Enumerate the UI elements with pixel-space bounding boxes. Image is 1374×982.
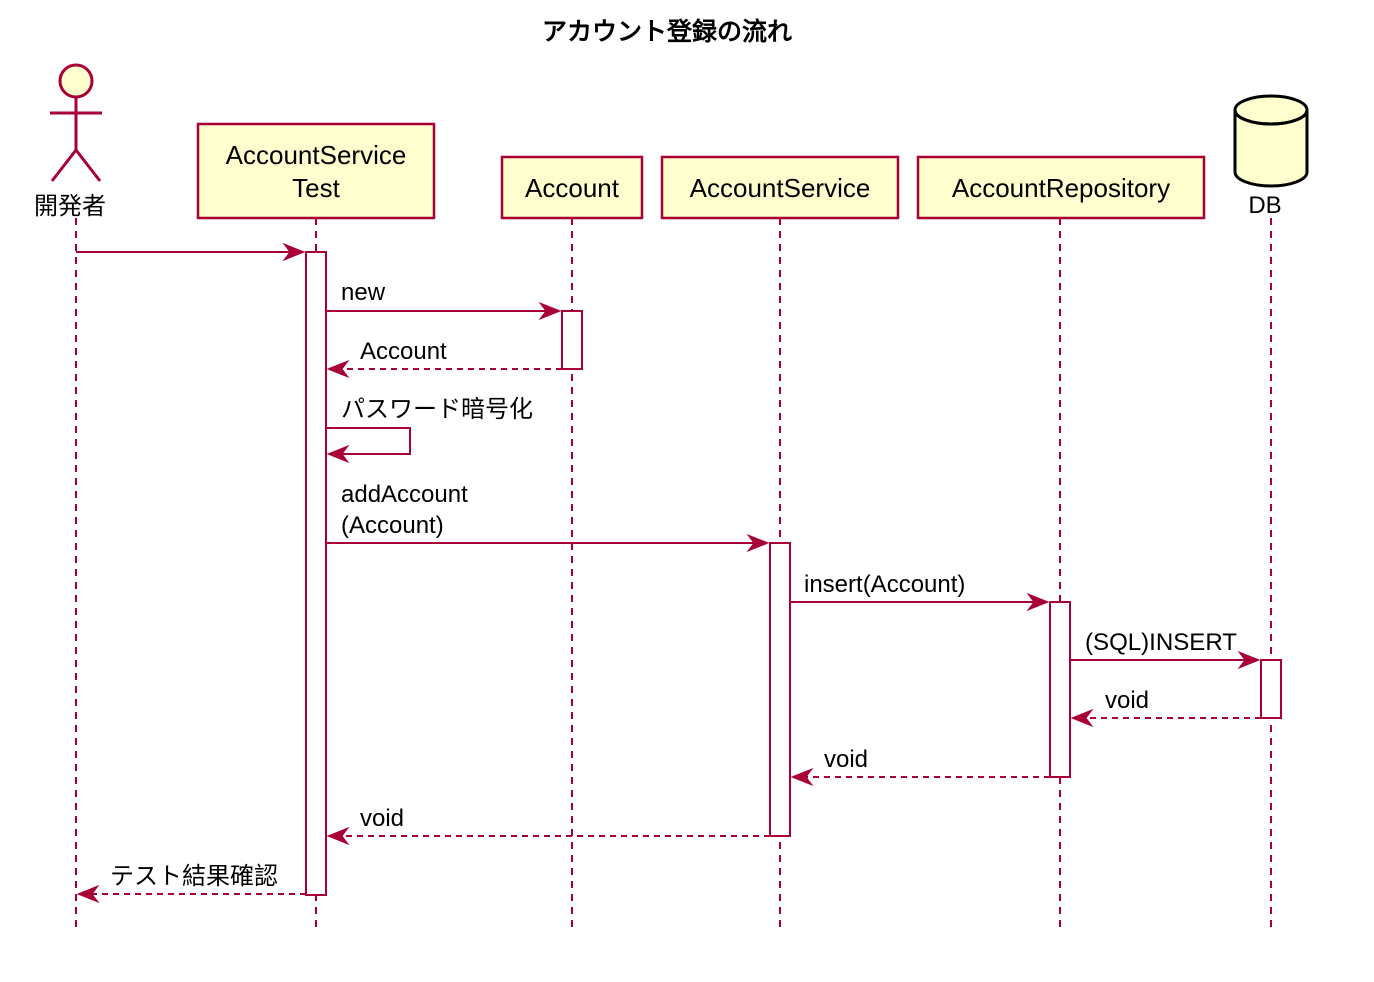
arrowhead-icon [1070, 708, 1094, 728]
message-void-repository: void [790, 746, 1050, 787]
participant-repository-label: AccountRepository [952, 173, 1170, 203]
message-return-account: Account [326, 338, 562, 379]
message-password-encrypt: パスワード暗号化 [326, 396, 533, 464]
activation-account [561, 310, 583, 370]
diagram-title: アカウント登録の流れ [542, 17, 792, 46]
database-icon [1233, 110, 1309, 188]
participant-account-repository[interactable]: AccountRepository [916, 155, 1206, 220]
message-add-account-label-line1: addAccount [341, 481, 468, 508]
message-add-account-label-line2: (Account) [341, 512, 444, 539]
message-password-encrypt-label: パスワード暗号化 [341, 396, 533, 423]
arrowhead-icon [326, 444, 350, 464]
participant-account-service[interactable]: AccountService [660, 155, 900, 220]
message-return-account-label: Account [360, 338, 447, 365]
message-sql-insert: (SQL)INSERT [1070, 629, 1261, 670]
actor-developer[interactable]: 開発者 [34, 63, 106, 220]
participant-account[interactable]: Account [500, 155, 644, 220]
message-void-repository-label: void [824, 746, 868, 773]
message-void-db: void [1070, 687, 1261, 728]
message-developer-to-test [76, 242, 306, 262]
message-void-service: void [326, 805, 770, 846]
message-sql-insert-label: (SQL)INSERT [1085, 629, 1237, 656]
message-new-label: new [341, 279, 386, 306]
message-test-result: テスト結果確認 [76, 863, 306, 904]
actor-head-icon [58, 63, 94, 99]
arrowhead-icon [790, 767, 814, 787]
arrowhead-icon [746, 533, 770, 553]
message-void-db-label: void [1105, 687, 1149, 714]
participant-account-service-test[interactable]: AccountService Test [196, 122, 436, 220]
message-add-account: addAccount (Account) [326, 481, 770, 553]
message-insert: insert(Account) [790, 571, 1050, 612]
participant-account-label: Account [525, 173, 620, 203]
participant-db[interactable]: DB [1233, 94, 1309, 219]
participant-test-label-line2: Test [292, 173, 340, 203]
actor-developer-label: 開発者 [34, 192, 106, 220]
arrowhead-icon [326, 359, 350, 379]
activation-service [769, 542, 791, 837]
arrowhead-icon [1237, 650, 1261, 670]
arrowhead-icon [76, 884, 100, 904]
participant-test-label-line1: AccountService [226, 140, 407, 170]
arrowhead-icon [282, 242, 306, 262]
message-insert-label: insert(Account) [804, 571, 965, 598]
arrowhead-icon [538, 301, 562, 321]
participant-db-label: DB [1248, 192, 1281, 219]
activation-repository [1049, 601, 1071, 778]
message-void-service-label: void [360, 805, 404, 832]
message-new: new [326, 279, 562, 321]
message-test-result-label: テスト結果確認 [110, 863, 278, 890]
activation-test [305, 251, 327, 896]
participant-service-label: AccountService [690, 173, 871, 203]
arrowhead-icon [1026, 592, 1050, 612]
arrowhead-icon [326, 826, 350, 846]
activation-db [1260, 659, 1282, 719]
